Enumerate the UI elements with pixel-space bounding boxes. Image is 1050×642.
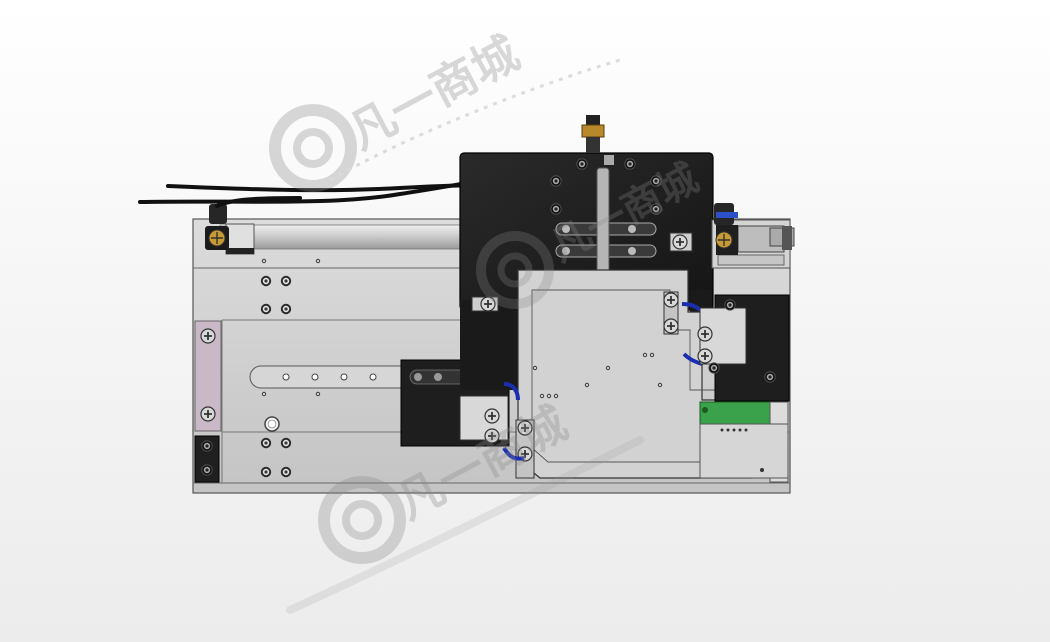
base-hole-pattern	[260, 258, 321, 478]
watermark-logo-icon	[476, 231, 554, 309]
watermark-logo-icon	[318, 476, 406, 564]
watermark-text: 凡一商城	[340, 26, 528, 160]
right-valve-block	[697, 294, 790, 402]
screw-icon	[200, 406, 216, 422]
air-inlet-fitting	[581, 115, 614, 165]
watermark-logo-icon	[269, 104, 357, 192]
push-fitting-icon	[714, 203, 738, 255]
clamp-block	[194, 435, 220, 483]
guide-rod	[219, 223, 466, 255]
tray-clamp	[515, 291, 679, 479]
push-fitting-icon	[205, 204, 229, 250]
pcb-board	[699, 401, 789, 483]
rear-mount	[711, 219, 795, 269]
screw-icon	[200, 328, 216, 344]
